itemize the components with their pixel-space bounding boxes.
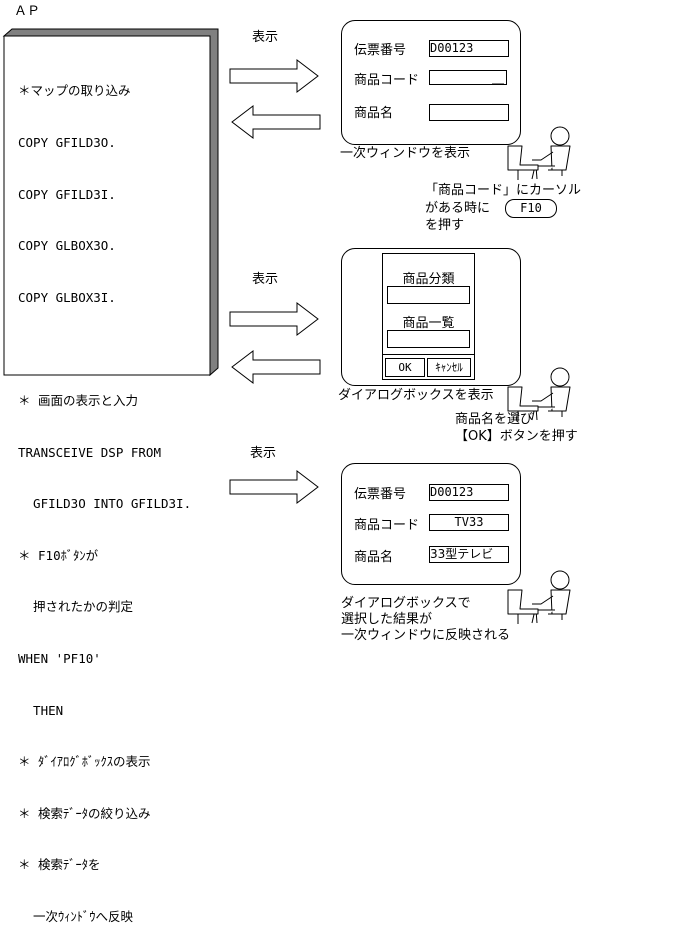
ap-title: ＡＰ [14,4,41,19]
dialog-window: 商品分類 商品一覧 OK ｷｬﾝｾﾙ [341,248,521,386]
code-line: COPY GFILD3I. [18,186,116,202]
arrow-label: 表示 [252,30,279,45]
result-window: 伝票番号 D00123 商品コード TV33 商品名 33型テレビ [341,463,521,585]
result-caption: 一次ウィンドウに反映される [341,628,511,643]
instruction-line: を押す [425,218,465,233]
code-line: COPY GLBOX3I. [18,289,116,305]
instruction-line: がある時に [425,201,491,216]
slip-number-label: 伝票番号 [354,487,407,502]
product-code-label: 商品コード [354,518,420,533]
code-line: ＊ ﾀﾞｲｱﾛｸﾞﾎﾞｯｸｽの表示 [18,754,151,770]
code-line: COPY GLBOX3O. [18,238,116,254]
product-name-label: 商品名 [354,106,394,121]
slip-number-label: 伝票番号 [354,43,407,58]
code-line: THEN [18,702,64,718]
product-name-field[interactable] [429,104,509,121]
code-line: 一次ｳｨﾝﾄﾞｳへ反映 [18,908,134,924]
product-code-label: 商品コード [354,73,420,88]
right-arrow-icon [229,301,319,337]
code-line: 押されたかの判定 [18,599,134,615]
product-name-label: 商品名 [354,550,394,565]
dialog-note: 【OK】ボタンを押す [455,429,578,444]
code-line: ＊ 画面の表示と入力 [18,392,139,408]
primary-window: 伝票番号 D00123 商品コード ＿ 商品名 [341,20,521,145]
ok-button[interactable]: OK [385,358,425,377]
left-arrow-icon [231,349,321,385]
arrow-label: 表示 [252,272,279,287]
instruction-line: 「商品コード」にカーソル [425,183,582,198]
code-line: GFILD3O INTO GFILD3I. [18,496,192,512]
code-line: ＊ 検索ﾃﾞｰﾀの絞り込み [18,805,151,821]
dialog-box: 商品分類 商品一覧 OK ｷｬﾝｾﾙ [382,253,475,380]
code-line: TRANSCEIVE DSP FROM [18,444,161,460]
slip-number-field[interactable]: D00123 [429,484,509,501]
product-code-field[interactable]: ＿ [429,70,507,85]
right-arrow-icon [229,469,319,505]
product-list[interactable] [387,330,470,348]
product-code-field[interactable]: TV33 [429,514,509,531]
slip-number-field[interactable]: D00123 [429,40,509,57]
primary-window-caption: 一次ウィンドウを表示 [340,146,471,161]
code-line: ＊ F10ﾎﾞﾀﾝが [18,547,99,563]
right-arrow-icon [229,58,319,94]
user-at-desk-icon [507,126,571,624]
code-line: COPY GFILD3O. [18,135,116,150]
left-arrow-icon [231,104,321,140]
product-name-field[interactable]: 33型テレビ [429,546,509,563]
result-caption: ダイアログボックスで [341,596,471,611]
dialog-note: 商品名を選び [455,412,534,427]
product-list-label: 商品一覧 [402,316,455,331]
button-divider [383,354,474,355]
code-line: ＊マップの取り込み [18,83,131,99]
ap-box-frame [2,28,219,377]
category-field[interactable] [387,286,470,304]
result-caption: 選択した結果が [341,612,433,627]
dialog-caption: ダイアログボックスを表示 [338,388,494,403]
arrow-label: 表示 [250,446,277,461]
user-figures [507,126,571,624]
code-line: ＊ 検索ﾃﾞｰﾀを [18,857,101,873]
arrow-graphics [229,58,321,505]
f10-key: F10 [505,199,557,218]
category-label: 商品分類 [402,272,455,287]
cancel-button[interactable]: ｷｬﾝｾﾙ [427,358,471,377]
